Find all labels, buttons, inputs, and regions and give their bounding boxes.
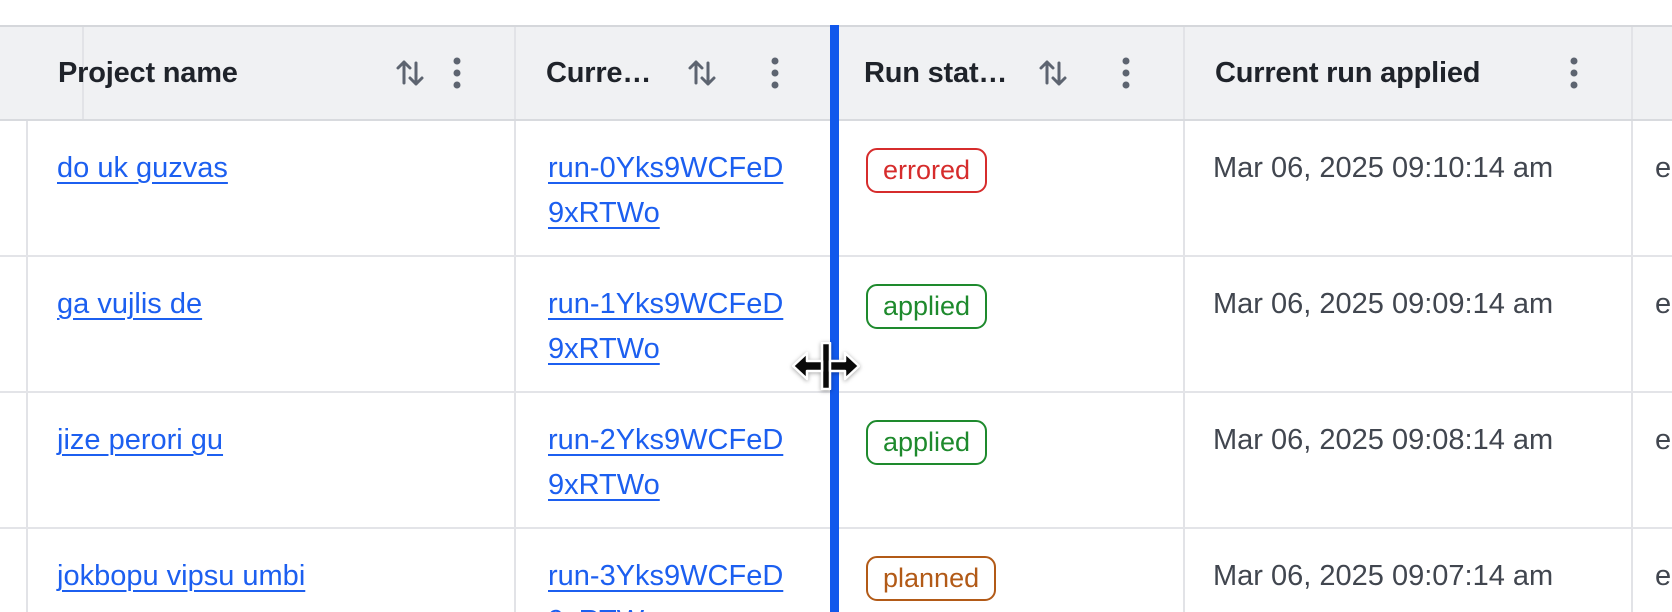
run-status-cell: applied [834, 393, 1185, 527]
status-badge: planned [866, 556, 997, 601]
row-strip-cell [0, 121, 28, 255]
header-cell-project-name[interactable]: Project name [28, 27, 516, 119]
applied-cell: Mar 06, 2025 09:08:14 am [1185, 393, 1633, 527]
project-link[interactable]: do uk guzvas [57, 152, 228, 184]
column-title: Curren… [546, 56, 660, 89]
kebab-menu-icon[interactable] [1121, 55, 1131, 91]
header-cell-clipped[interactable]: V [1633, 27, 1672, 119]
applied-timestamp: Mar 06, 2025 09:08:14 am [1213, 424, 1554, 456]
applied-cell: Mar 06, 2025 09:09:14 am [1185, 257, 1633, 391]
project-link[interactable]: ga vujlis de [57, 288, 203, 320]
project-cell: jokbopu vipsu umbi [28, 529, 516, 612]
project-link[interactable]: jize perori gu [57, 424, 224, 456]
status-badge: applied [866, 420, 988, 465]
clipped-cell: e [1655, 288, 1672, 320]
row-strip-cell [0, 393, 28, 527]
row-strip-cell [0, 529, 28, 612]
project-cell: ga vujlis de [28, 257, 516, 391]
project-cell: do uk guzvas [28, 121, 516, 255]
column-resize-handle[interactable] [830, 25, 839, 612]
sort-icon[interactable] [1037, 55, 1069, 91]
kebab-menu-icon[interactable] [452, 55, 462, 91]
project-cell: jize perori gu [28, 393, 516, 527]
current-run-cell: run-3Yks9WCFeD9xRTWo [516, 529, 834, 612]
applied-cell: Mar 06, 2025 09:10:14 am [1185, 121, 1633, 255]
sort-icon[interactable] [394, 55, 426, 91]
kebab-menu-icon[interactable] [770, 55, 780, 91]
applied-cell: Mar 06, 2025 09:07:14 am [1185, 529, 1633, 612]
kebab-menu-icon[interactable] [1569, 55, 1579, 91]
run-status-cell: errored [834, 121, 1185, 255]
column-title: Project name [58, 56, 238, 89]
column-title: Current run applied [1215, 56, 1481, 89]
applied-timestamp: Mar 06, 2025 09:09:14 am [1213, 288, 1554, 320]
status-badge: errored [866, 148, 988, 193]
project-link[interactable]: jokbopu vipsu umbi [57, 560, 306, 592]
header-cell-current-run-applied[interactable]: Current run applied [1185, 27, 1633, 119]
clipped-cell: e [1655, 560, 1672, 592]
row-strip-cell [0, 257, 28, 391]
applied-timestamp: Mar 06, 2025 09:07:14 am [1213, 560, 1554, 592]
run-status-cell: planned [834, 529, 1185, 612]
clipped-cell: e [1655, 152, 1672, 184]
column-title: Run status [864, 56, 1011, 89]
sort-icon[interactable] [686, 55, 718, 91]
run-link[interactable]: run-3Yks9WCFeD9xRTWo [548, 560, 784, 612]
header-cell-run-status[interactable]: Run status [834, 27, 1185, 119]
applied-timestamp: Mar 06, 2025 09:10:14 am [1213, 152, 1554, 184]
run-status-cell: applied [834, 257, 1185, 391]
header-cell-current-run[interactable]: Curren… [516, 27, 834, 119]
header-cell-strip [0, 27, 84, 119]
status-badge: applied [866, 284, 988, 329]
clipped-cell: e [1655, 424, 1672, 456]
